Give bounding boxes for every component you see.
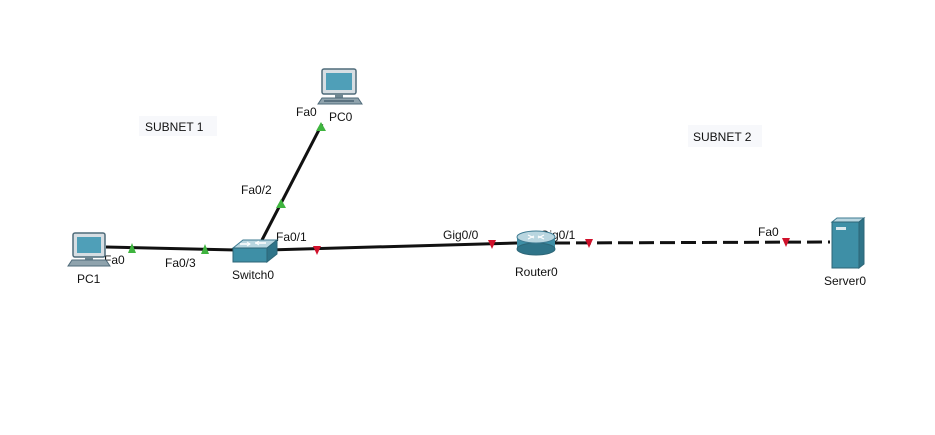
link-status-up-switch0-fa0-2	[276, 199, 286, 208]
link-status-down-router0-gig0-0	[488, 240, 496, 249]
pc-icon	[317, 68, 363, 105]
server-icon	[830, 216, 866, 270]
device-label-pc0: PC0	[329, 110, 353, 124]
port-label-switch0-fa0-3: Fa0/3	[165, 256, 196, 270]
router-icon	[516, 230, 556, 256]
link-status-up-pc0-fa0	[316, 122, 326, 131]
port-label-switch0-fa0-2: Fa0/2	[241, 183, 272, 197]
subnet-2-note[interactable]: SUBNET 2	[688, 125, 762, 147]
device-server0[interactable]: Server0	[824, 216, 866, 288]
link-status-down-server0-fa0	[782, 238, 790, 247]
link-status-down-switch0-fa0-1	[313, 246, 321, 255]
switch-icon	[231, 238, 279, 264]
cable-router0-server0[interactable]	[554, 240, 831, 245]
port-label-router0-gig0-0: Gig0/0	[443, 228, 479, 242]
link-status-up-switch0-fa0-3	[201, 244, 209, 254]
subnet-1-note[interactable]: SUBNET 1	[139, 116, 217, 136]
subnet-1-label: SUBNET 1	[145, 120, 204, 134]
device-pc0[interactable]: PC0	[317, 68, 363, 124]
device-pc1[interactable]: PC1	[67, 232, 111, 286]
cable-pc0-switch0[interactable]	[260, 123, 324, 241]
cable-switch0-router0[interactable]	[267, 241, 518, 252]
device-router0[interactable]: Router0	[515, 230, 558, 279]
subnet-2-label: SUBNET 2	[693, 130, 752, 144]
device-label-router0: Router0	[515, 265, 558, 279]
link-status-up-pc1-fa0	[128, 243, 136, 253]
port-label-server0-fa0: Fa0	[758, 225, 779, 239]
device-label-switch0: Switch0	[232, 268, 274, 282]
pc-icon	[67, 232, 111, 267]
device-switch0[interactable]: Switch0	[231, 238, 279, 282]
device-label-server0: Server0	[824, 274, 866, 288]
port-label-switch0-fa0-1: Fa0/1	[276, 230, 307, 244]
cable-pc1-switch0[interactable]	[105, 245, 237, 252]
port-label-pc0-fa0: Fa0	[296, 105, 317, 119]
link-status-down-router0-gig0-1	[585, 239, 593, 248]
device-label-pc1: PC1	[77, 272, 101, 286]
port-label-pc1-fa0: Fa0	[104, 253, 125, 267]
